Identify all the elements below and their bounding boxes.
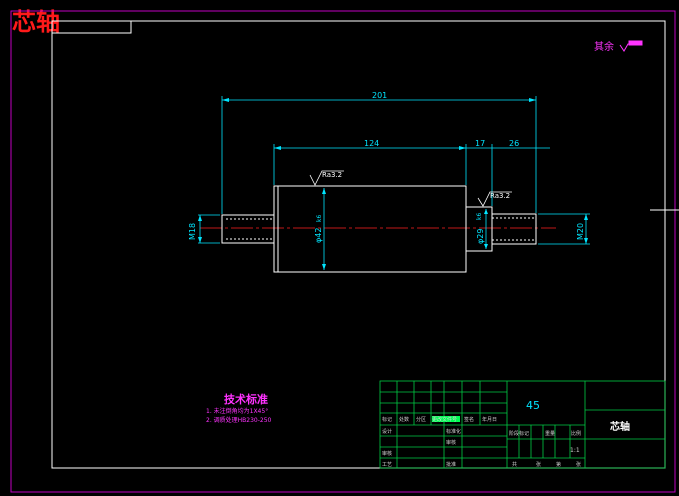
dim-body-length: 124 [364,139,379,148]
dimension-lines [198,96,590,270]
tb-label-zone: 分区 [416,416,426,423]
roughness-symbol-note-icon [619,40,643,52]
tb-label-design: 设计 [382,428,392,435]
tol-shoulder: k6 [476,213,483,220]
tb-label-sheet-unit: 张 [576,461,581,468]
tb-label-count: 处数 [399,416,409,423]
tb-label-doc: 更改文件号 [432,416,457,423]
dim-body-diameter: φ42 [314,228,323,243]
tb-scale: 1:1 [570,447,580,454]
roughness-shoulder-label: Ra3.2 [490,192,510,200]
inner-frame [51,20,666,469]
tb-label-sheet-no: 第 [556,461,561,468]
dim-right-end-length: 26 [509,139,519,148]
tb-label-weight: 重量 [545,430,555,437]
tb-material: 45 [526,399,540,412]
title-block-highlight [432,416,460,422]
tb-label-sheets-unit: 张 [536,461,541,468]
roughness-body-label: Ra3.2 [322,171,342,179]
tb-label-ratio: 比例 [571,430,581,437]
tech-title: 技术标准 [224,393,268,406]
tb-label-standardize: 标准化 [446,428,461,435]
tb-label-approve: 批准 [446,461,456,468]
outer-frame [10,10,676,493]
name-box [52,20,132,34]
tb-label-stage: 阶段标记 [509,430,529,437]
tech-item-2: 2. 调质处理HB230-250 [206,417,272,424]
dim-shoulder-diameter: φ29 [476,229,485,244]
shaft-outline [221,185,537,273]
tol-body: k6 [316,215,323,222]
tb-label-review: 审核 [382,450,392,457]
dim-shoulder-length: 17 [475,139,485,148]
tb-label-sign: 签名 [464,416,474,423]
dim-right-thread: M20 [576,223,585,240]
tb-label-date: 年月日 [482,416,497,423]
title-block [379,380,666,469]
dim-left-thread: M18 [188,223,197,240]
tb-label-craft: 工艺 [382,462,392,468]
tb-label-sheets-total: 共 [512,461,517,468]
tb-label-check: 审核 [446,439,456,446]
dim-overall-length: 201 [372,91,387,100]
tech-item-1: 1. 未注倒角均为1X45° [206,408,269,415]
tech-requirements: 技术标准 1. 未注倒角均为1X45° 2. 调质处理HB230-250 [206,391,306,425]
roughness-body-icon [309,170,344,186]
surface-note: 其余 [594,40,614,53]
roughness-shoulder-icon [477,191,512,207]
tb-label-mark: 标记 [382,416,392,423]
dimension-arrows [198,98,588,270]
tb-part-name: 芯轴 [610,420,630,433]
